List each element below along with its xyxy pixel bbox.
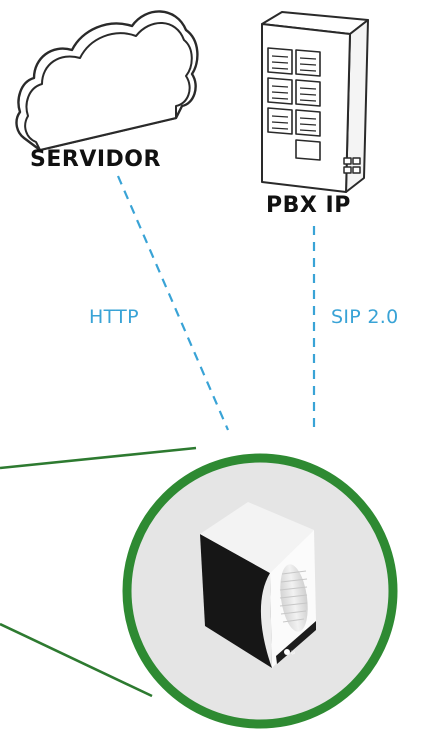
zoom-lens: ip [122, 453, 398, 729]
zoom-connector-bottom [0, 622, 153, 698]
zoom-lens-ring [122, 453, 398, 729]
servidor-label: SERVIDOR [30, 147, 161, 172]
sip-label: SIP 2.0 [331, 306, 399, 328]
server-rack-icon [261, 11, 369, 193]
zoom-connector-top [0, 446, 197, 470]
intercom-device-icon: ip [200, 502, 316, 668]
pbx-ip-label: PBX IP [266, 193, 351, 218]
http-link-line [116, 175, 230, 431]
http-label: HTTP [89, 306, 139, 328]
device-logo-text: ip [291, 650, 295, 656]
cloud-icon [15, 10, 199, 152]
